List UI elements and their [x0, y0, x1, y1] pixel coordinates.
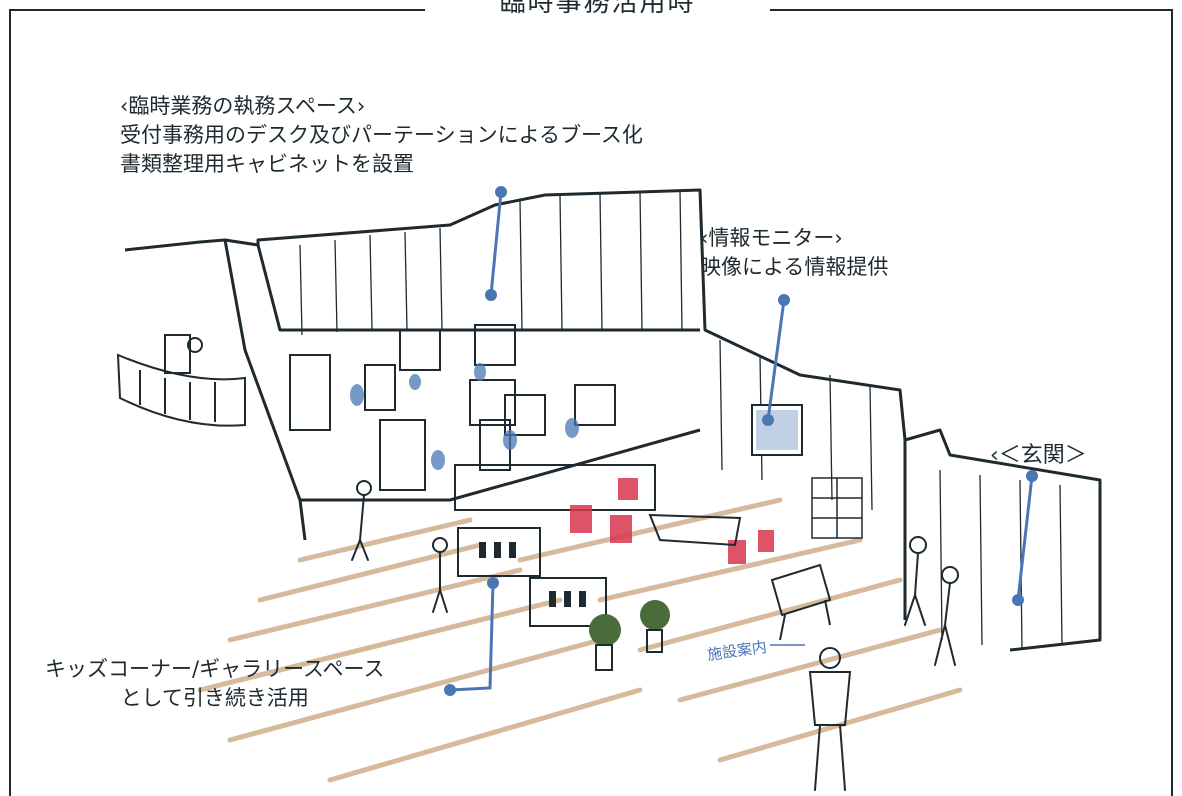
person-entrance-1 [904, 536, 927, 626]
person-entrance-2 [934, 566, 959, 666]
lounge-table [648, 513, 742, 547]
facility-sign [770, 563, 832, 641]
leader-lines [448, 190, 1034, 692]
person-gallery [432, 537, 448, 613]
person-left-wall [351, 480, 372, 561]
annotation-office-booth-line-1: 受付事務用のデスク及びパーテーションによるブース化 [120, 123, 643, 147]
annotation-info-monitor-heading: ‹情報モニター› [700, 226, 843, 250]
leader-entrance [1016, 474, 1034, 602]
office-chairs [350, 363, 579, 470]
display-cabinet [811, 477, 863, 539]
facility-sign-label: 施設案内 [706, 638, 768, 664]
leader-dots [444, 186, 1038, 696]
plants [589, 600, 670, 671]
person-foreground [808, 647, 852, 791]
annotation-office-booth-heading: ‹臨時業務の執務スペース› [120, 94, 366, 118]
leader-monitor [766, 298, 786, 422]
annotation-kids-corner-line-2: として引き続き活用 [120, 686, 309, 710]
annotation-entrance: ‹＜玄関＞ [990, 441, 1087, 470]
information-monitor [751, 404, 803, 456]
leader-booth [489, 190, 503, 297]
reception-counter [116, 334, 246, 427]
leader-kids [448, 581, 495, 692]
annotation-kids-corner: キッズコーナー/ギャラリースペース として引き続き活用 [45, 655, 385, 713]
annotation-office-booth-line-2: 書類整理用キャビネットを設置 [120, 152, 414, 176]
annotation-info-monitor: ‹情報モニター› 映像による情報提供 [700, 224, 888, 282]
annotation-office-booth: ‹臨時業務の執務スペース› 受付事務用のデスク及びパーテーションによるブース化 … [120, 92, 643, 179]
lounge-chairs [570, 478, 774, 564]
building-outline [124, 188, 1102, 652]
page-title: 臨時事務活用時 [425, 0, 770, 16]
annotation-kids-corner-line-1: キッズコーナー/ギャラリースペース [45, 657, 385, 681]
gallery-panels [457, 527, 607, 627]
annotation-info-monitor-line-1: 映像による情報提供 [700, 255, 889, 279]
annotation-entrance-heading: ‹＜玄関＞ [990, 443, 1087, 468]
people [351, 480, 959, 791]
office-booths [289, 324, 656, 511]
frame-border [9, 9, 1173, 796]
floor [197, 497, 963, 783]
